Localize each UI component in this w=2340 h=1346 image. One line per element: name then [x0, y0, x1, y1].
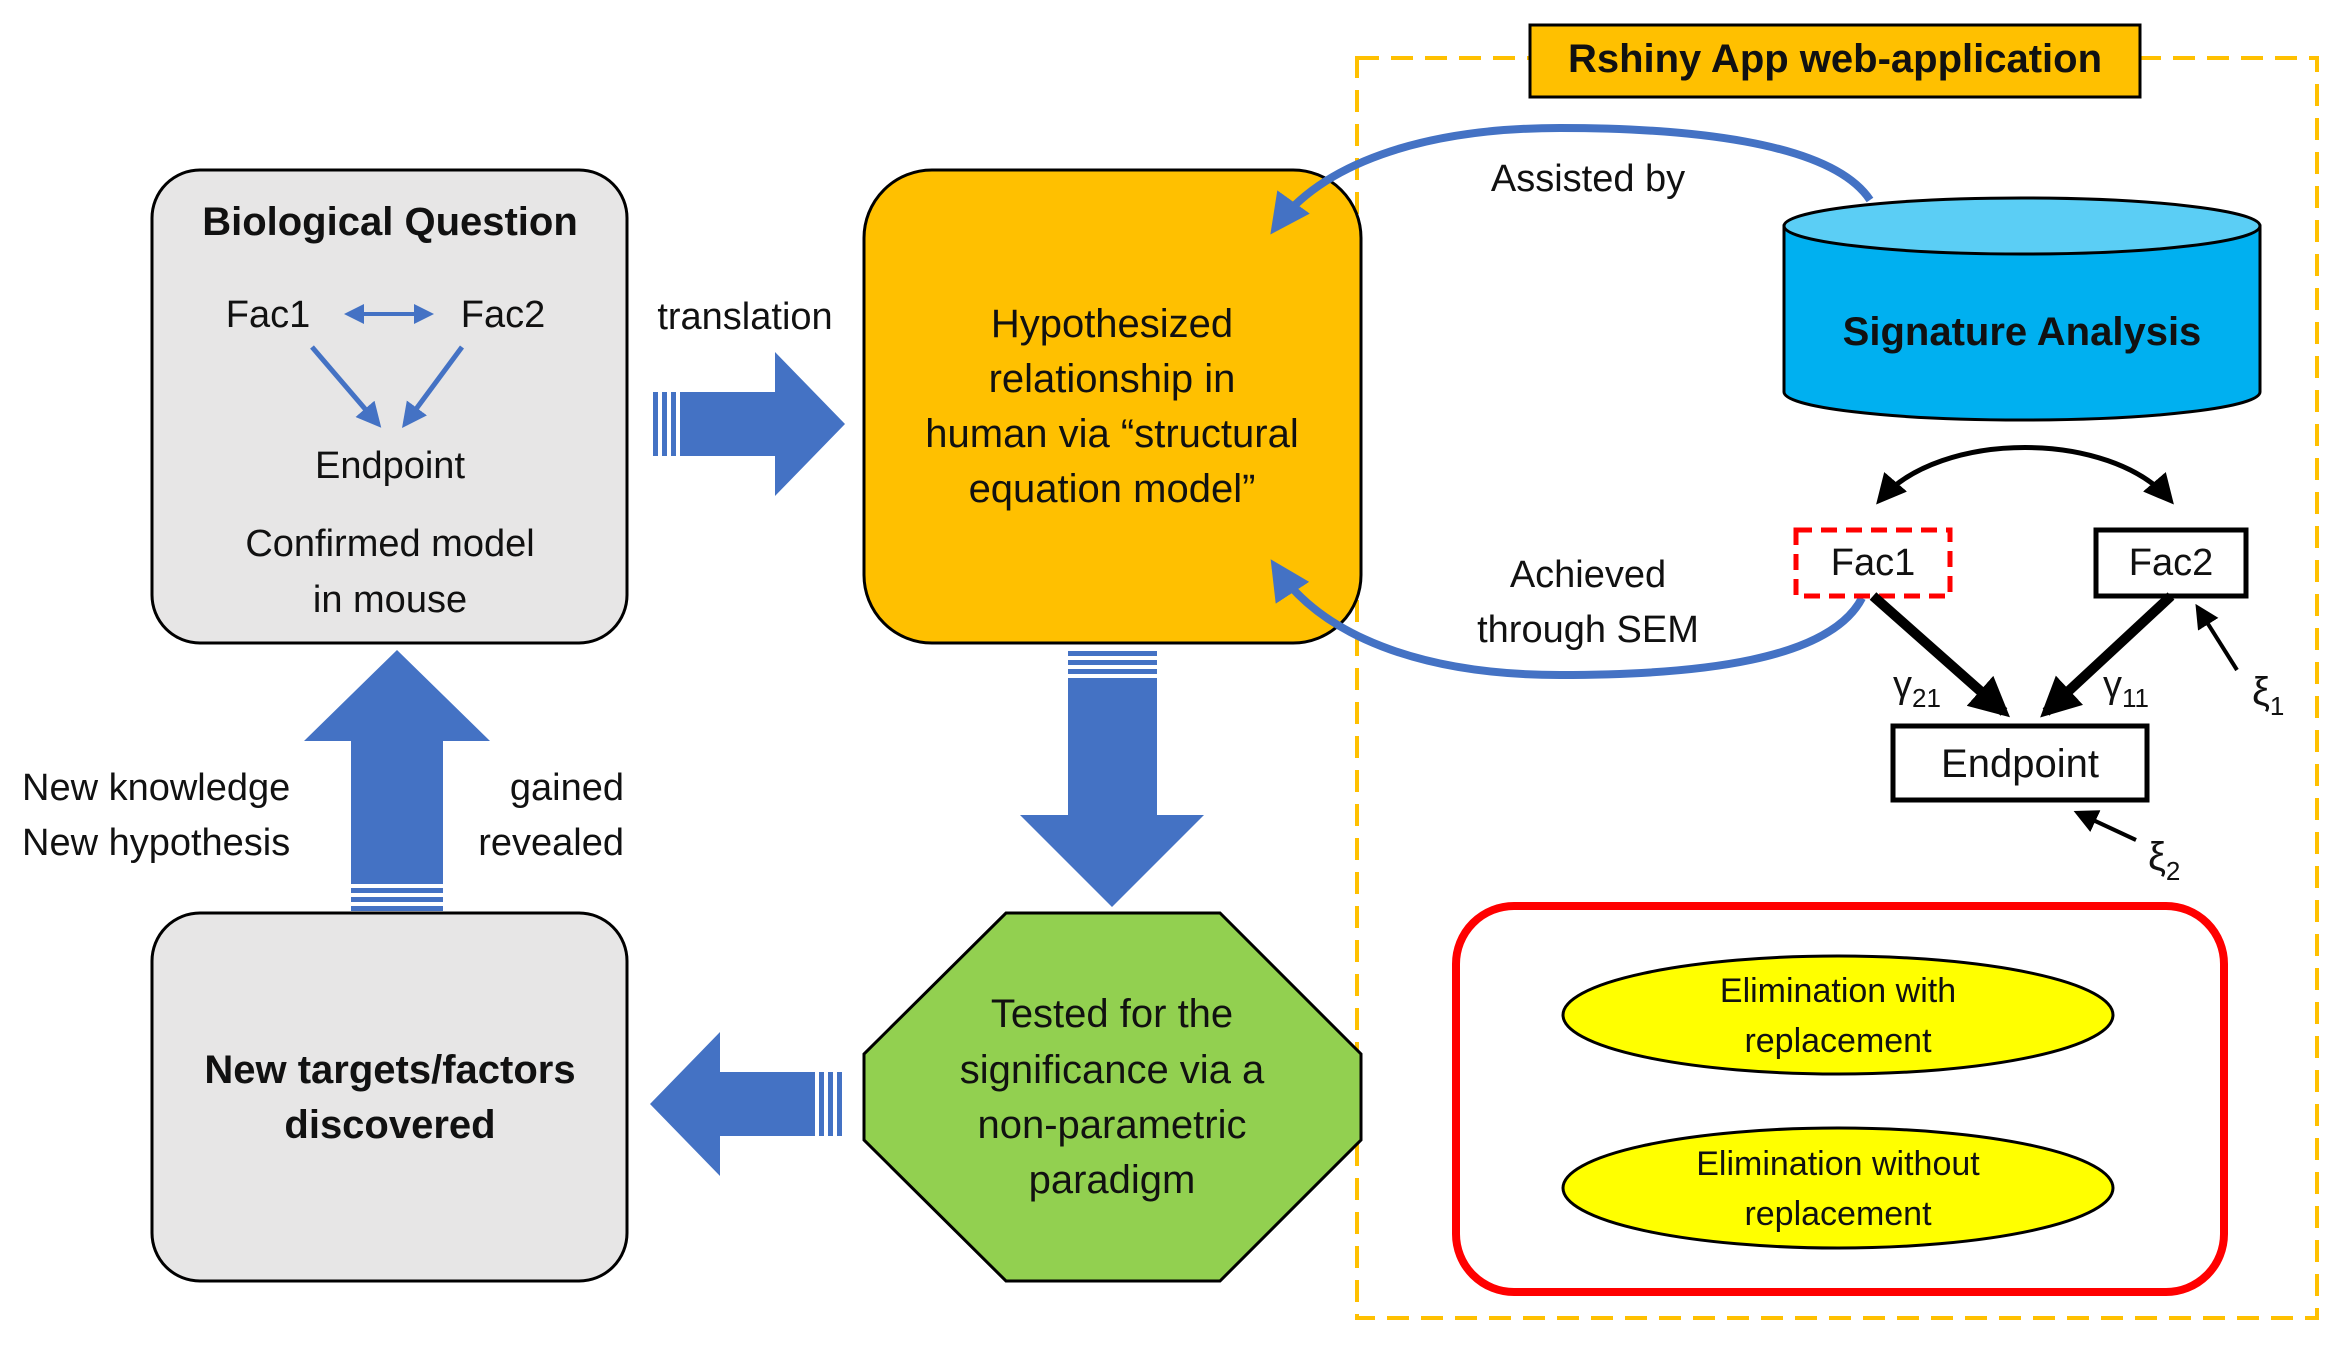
- hypothesis-line1: Hypothesized: [991, 302, 1233, 346]
- biological-question-box: Biological Question Fac1 Fac2 Endpoint C…: [150, 168, 629, 645]
- tested-line1: Tested for the: [991, 992, 1233, 1036]
- bio-fac1-to-endpoint-arrow: [310, 345, 382, 428]
- gamma21-label: γ21: [1893, 664, 1941, 713]
- new-hypothesis-label: New hypothesis: [22, 822, 290, 864]
- elimination-with-line1: Elimination with: [1720, 972, 1956, 1010]
- xi1-label: ξ1: [2252, 670, 2284, 721]
- achieved-through-sem-curved-arrow: [1270, 559, 1866, 680]
- tested-line2: significance via a: [960, 1048, 1265, 1092]
- bio-fac1-label: Fac1: [226, 294, 310, 336]
- bio-fac2-label: Fac2: [461, 294, 545, 336]
- assisted-by-label: Assisted by: [1491, 158, 1685, 200]
- rshiny-panel-title: Rshiny App web-application: [1568, 37, 2102, 81]
- bio-fac2-to-endpoint-arrow: [402, 345, 465, 429]
- left-arrow: [650, 1032, 842, 1176]
- up-arrow: [304, 650, 490, 911]
- new-targets-line2: discovered: [284, 1103, 495, 1147]
- achieved-label-line2: through SEM: [1477, 609, 1699, 651]
- elimination-with-line2: replacement: [1744, 1022, 1932, 1060]
- new-targets-box: New targets/factors discovered: [150, 911, 629, 1283]
- hypothesis-box: Hypothesized relationship in human via “…: [862, 168, 1363, 645]
- sem-fac1-label: Fac1: [1831, 542, 1915, 584]
- signature-analysis-cylinder: Signature Analysis: [1782, 196, 2262, 422]
- sem-covariance-arrow: [1876, 445, 2174, 505]
- confirmed-model-line1: Confirmed model: [245, 523, 534, 565]
- gamma11-label: γ11: [2103, 664, 2149, 713]
- xi1-arrow: [2195, 603, 2239, 672]
- elimination-without-line2: replacement: [1744, 1195, 1932, 1233]
- new-targets-line1: New targets/factors: [204, 1048, 575, 1092]
- biological-question-title: Biological Question: [202, 200, 578, 244]
- sem-fac2-to-endpoint-arrow: [2040, 592, 2175, 718]
- new-knowledge-label: New knowledge: [22, 767, 290, 809]
- sem-fac1-box: [1793, 527, 1953, 599]
- signature-analysis-label: Signature Analysis: [1843, 310, 2202, 354]
- sem-diagram: Fac1 Fac2 Endpoint γ21 γ11 ξ1 ξ2: [1793, 445, 2284, 886]
- sem-fac1-to-endpoint-arrow: [1869, 592, 2010, 718]
- elimination-without-line1: Elimination without: [1696, 1145, 1980, 1183]
- down-arrow: [1020, 651, 1204, 907]
- tested-octagon: Tested for the significance via a non-pa…: [862, 911, 1363, 1283]
- sem-endpoint-label: Endpoint: [1941, 742, 2099, 786]
- rshiny-panel-title-box: Rshiny App web-application: [1528, 23, 2142, 99]
- xi2-arrow: [2073, 810, 2137, 842]
- elimination-box: Elimination with replacement Elimination…: [1452, 902, 2228, 1296]
- hypothesis-line2: relationship in: [989, 357, 1236, 401]
- elimination-without-replacement-ellipse: [1561, 1126, 2115, 1250]
- translation-label: translation: [657, 296, 832, 338]
- revealed-label: revealed: [478, 822, 624, 864]
- tested-line3: non-parametric: [977, 1103, 1246, 1147]
- hypothesis-line3: human via “structural: [925, 412, 1298, 456]
- sem-endpoint-box: [1890, 723, 2150, 803]
- tested-line4: paradigm: [1029, 1158, 1196, 1202]
- assisted-by-curved-arrow: [1270, 123, 1874, 235]
- elimination-with-replacement-ellipse: [1561, 954, 2115, 1076]
- confirmed-model-line2: in mouse: [313, 579, 467, 621]
- hypothesis-line4: equation model”: [969, 467, 1256, 511]
- sem-fac2-label: Fac2: [2129, 542, 2213, 584]
- xi2-label: ξ2: [2148, 835, 2180, 886]
- achieved-label-line1: Achieved: [1510, 554, 1666, 596]
- gained-label: gained: [510, 767, 624, 809]
- translation-arrow: [653, 352, 845, 496]
- bio-endpoint-label: Endpoint: [315, 445, 465, 487]
